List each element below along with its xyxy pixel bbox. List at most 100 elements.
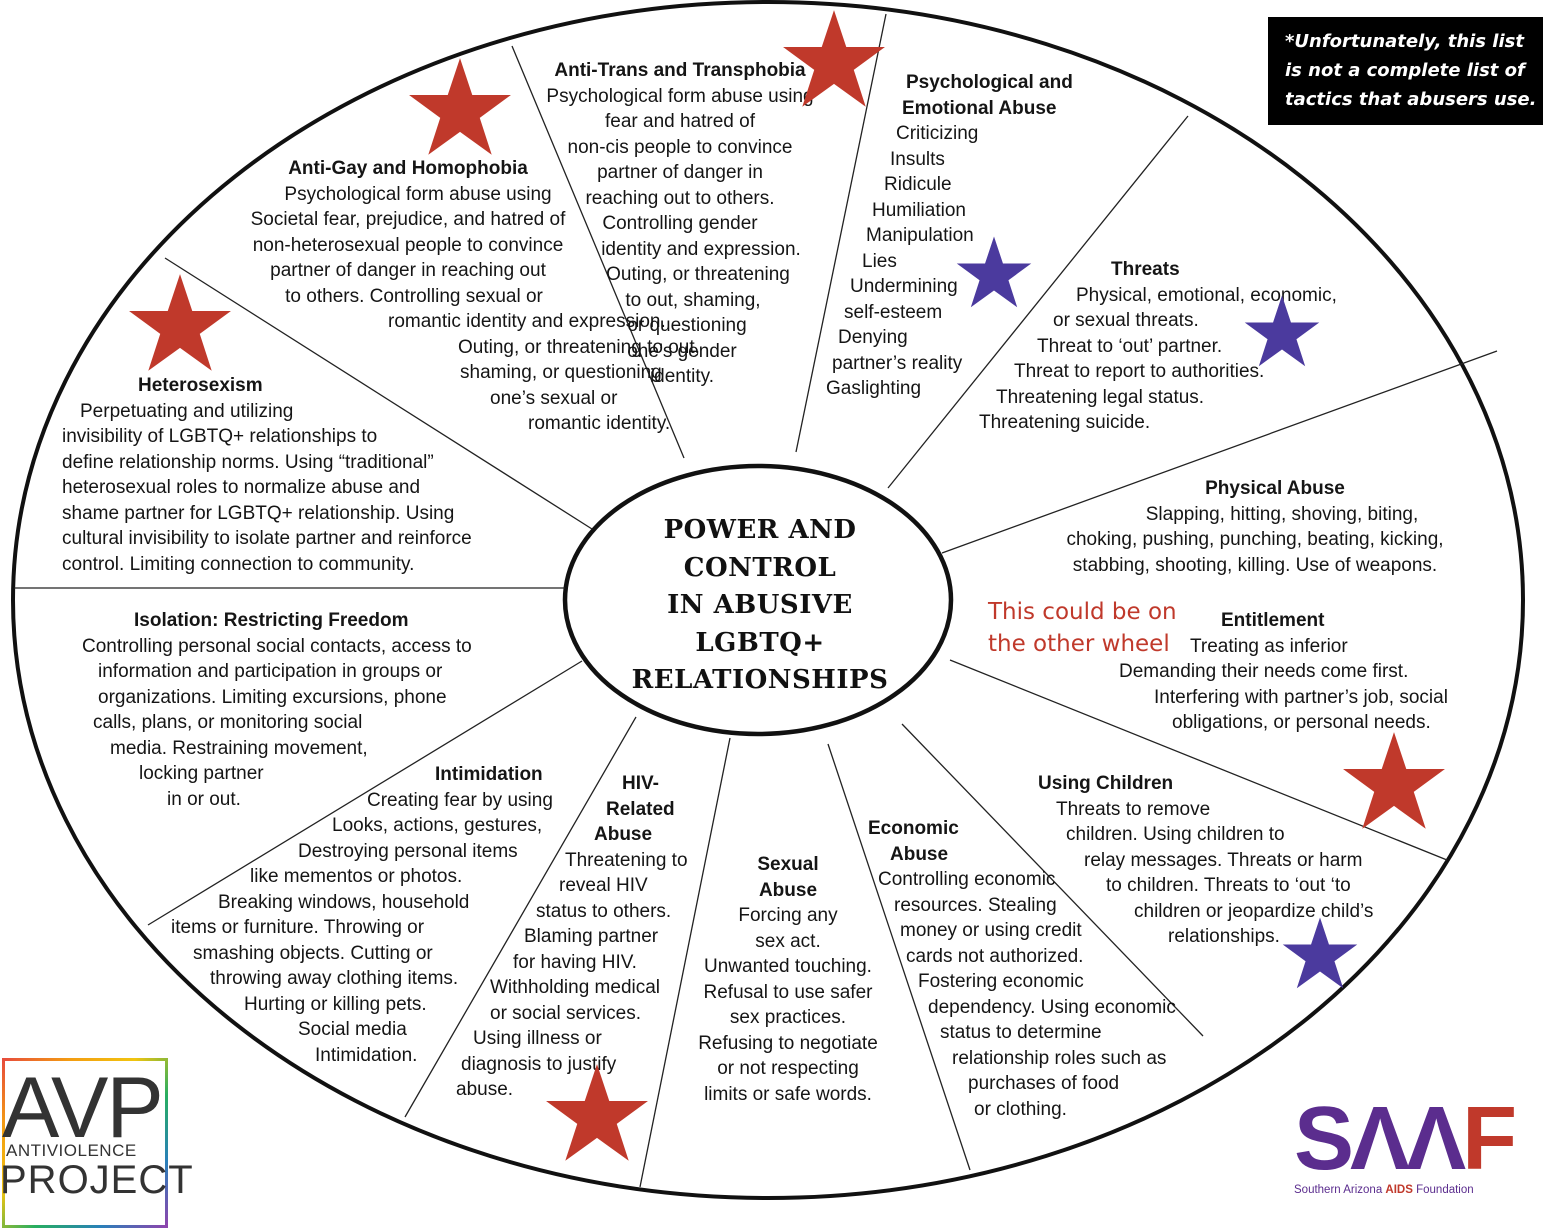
saaf-logo-a: Λ	[1406, 1089, 1466, 1189]
segment-line: Threats to remove	[1056, 798, 1211, 820]
segment-line: limits or safe words.	[704, 1083, 872, 1105]
center-title: POWER AND CONTROL IN ABUSIVE LGBTQ+ RELA…	[600, 512, 920, 700]
segment-line: choking, pushing, punching, beating, kic…	[1066, 529, 1444, 550]
saaf-logo-f: F	[1462, 1089, 1517, 1189]
segment-line: in or out.	[167, 788, 241, 810]
segment-line: cards not authorized.	[906, 945, 1084, 967]
segment-line: purchases of food	[968, 1073, 1120, 1094]
segment-line: Ridicule	[884, 174, 952, 195]
center-hub-ring	[562, 463, 954, 737]
segment-line: Refusal to use safer	[703, 981, 873, 1003]
disclaimer-text: *Unfortunately, this list is not a compl…	[1285, 27, 1536, 114]
segment-title: Psychological and	[906, 72, 1073, 93]
disclaimer-line: tactics that abusers use.	[1285, 89, 1537, 110]
segment-title: Intimidation	[435, 764, 543, 785]
segment-line: romantic identity and expression.	[388, 311, 666, 332]
segment-line: cultural invisibility to isolate partner…	[62, 528, 472, 549]
avp-logo-project: PROJECT	[0, 1158, 194, 1202]
segment-heterosexism: Heterosexism Perpetuating and utilizing …	[62, 373, 532, 577]
saaf-logo-a: Λ	[1350, 1089, 1410, 1189]
segment-line: organizations. Limiting excursions, phon…	[98, 686, 447, 708]
segment-line: Social media	[298, 1019, 407, 1040]
segment-title: Sexual	[757, 854, 819, 875]
saaf-logo-s: S	[1294, 1089, 1354, 1189]
segment-line: dependency. Using economic	[928, 996, 1176, 1018]
blue-star-icon	[956, 236, 1032, 308]
segment-line: Gaslighting	[826, 378, 922, 399]
segment-title: Abuse	[594, 824, 653, 845]
blue-star-icon	[1282, 917, 1358, 989]
segment-line: Unwanted touching.	[704, 956, 872, 977]
segment-line: resources. Stealing	[894, 894, 1057, 916]
segment-line: Destroying personal items	[298, 840, 518, 862]
segment-line: stabbing, shooting, killing. Use of weap…	[1072, 554, 1438, 576]
segment-title: Anti-Trans and Transphobia	[554, 60, 806, 81]
segment-title: Anti-Gay and Homophobia	[288, 158, 528, 179]
segment-title: Using Children	[1038, 773, 1174, 794]
segment-line: Hurting or killing pets.	[244, 993, 427, 1015]
saaf-tag-part: Foundation	[1412, 1184, 1474, 1196]
segment-line: Forcing any	[738, 905, 838, 926]
spoke-lines	[14, 13, 1498, 1188]
segment-line: partner of danger in	[597, 162, 763, 183]
segment-line: to others. Controlling sexual or	[285, 285, 543, 307]
segment-line: calls, plans, or monitoring social	[93, 712, 363, 733]
segment-title: Abuse	[890, 843, 949, 865]
avp-logo: AVP ANTIVIOLENCE PROJECT	[0, 1030, 193, 1228]
segment-line: to out, shaming,	[625, 289, 761, 311]
segment-line: identity and expression.	[601, 238, 801, 260]
segment-line: heterosexual roles to normalize abuse an…	[62, 477, 421, 498]
segment-line: Lies	[862, 250, 897, 272]
blue-star-icon	[1244, 295, 1320, 367]
segment-line: Refusing to negotiate	[698, 1032, 878, 1054]
segment-line: children. Using children to	[1066, 824, 1285, 845]
segment-line: Physical, emotional, economic,	[1076, 284, 1337, 306]
disclaimer-line: is not a complete list of	[1285, 60, 1525, 81]
segment-line: or questioning	[627, 315, 747, 336]
segment-physical: Physical Abuse Slapping, hitting, shovin…	[1040, 476, 1470, 578]
segment-line: items or furniture. Throwing or	[171, 917, 425, 938]
segment-sexual: Sexual Abuse Forcing any sex act. Unwant…	[683, 852, 893, 1107]
segment-line: diagnosis to justify	[461, 1053, 617, 1075]
segment-line: sex practices.	[729, 1007, 847, 1028]
saaf-logo-tagline: Southern Arizona AIDS Foundation	[1294, 1184, 1474, 1196]
segment-threats: Threats Physical, emotional, economic, o…	[976, 257, 1376, 436]
red-star-icon	[129, 274, 231, 371]
segment-line: Fostering economic	[918, 971, 1084, 992]
segment-title: Abuse	[758, 879, 818, 901]
segment-line: relationship roles such as	[952, 1047, 1167, 1069]
segment-line: define relationship norms. Using “tradit…	[62, 451, 434, 473]
segment-line: invisibility of LGBTQ+ relationships to	[62, 426, 378, 447]
segment-line: non-cis people to convince	[567, 136, 793, 158]
annotation-line: the other wheel	[988, 631, 1170, 657]
segment-line: abuse.	[456, 1079, 514, 1100]
segment-line: money or using credit	[900, 920, 1082, 941]
segment-line: status to others.	[536, 900, 672, 922]
segment-line: control. Limiting connection to communit…	[62, 553, 415, 575]
segment-line: Breaking windows, household	[218, 891, 470, 913]
segment-line: Perpetuating and utilizing	[80, 400, 294, 422]
segment-title: Isolation: Restricting Freedom	[134, 610, 409, 631]
avp-logo-letters: AVP	[2, 1060, 164, 1156]
segment-line: self-esteem	[844, 301, 943, 323]
segment-line: reaching out to others.	[585, 187, 775, 209]
segment-line: Undermining	[850, 276, 958, 297]
segment-line: Threatening to	[565, 849, 688, 871]
segment-line: Denying	[838, 327, 908, 348]
center-title-line: RELATIONSHIPS	[631, 665, 889, 695]
saaf-logo: SΛΛF Southern Arizona AIDS Foundation	[1290, 1094, 1530, 1201]
outer-wheel-ring	[11, 0, 1525, 1200]
segment-line: to children. Threats to ‘out ‘to	[1106, 875, 1351, 896]
segment-line: non-heterosexual people to convince	[252, 234, 564, 256]
segment-line: Blaming partner	[524, 926, 659, 947]
segment-line: Societal fear, prejudice, and hatred of	[250, 209, 566, 230]
annotation-line: This could be on	[988, 599, 1177, 625]
segment-line: Humiliation	[872, 199, 966, 221]
segment-title: HIV-	[622, 773, 659, 794]
avp-logo-subtitle: ANTIVIOLENCE	[6, 1141, 137, 1160]
segment-line: for having HIV.	[513, 951, 637, 973]
segment-line: Threat to report to authorities.	[1014, 361, 1265, 382]
segment-psychological: Psychological and Emotional Abuse Critic…	[826, 70, 1126, 402]
segment-title: Threats	[1111, 259, 1180, 280]
segment-line: Threatening suicide.	[979, 412, 1151, 433]
